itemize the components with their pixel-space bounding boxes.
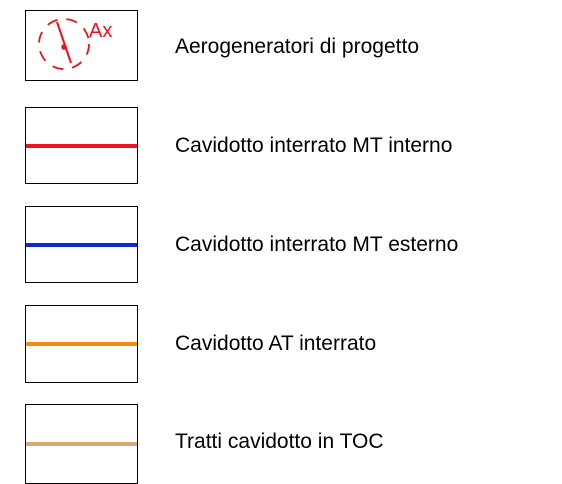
legend-swatch-at-interrato — [25, 305, 138, 383]
cable-line-blue — [26, 242, 137, 247]
legend-swatch-mt-interno — [25, 107, 138, 184]
legend-item-at-interrato: Cavidotto AT interrato — [0, 303, 562, 383]
legend-item-mt-interno: Cavidotto interrato MT interno — [0, 105, 562, 185]
legend-swatch-toc — [25, 404, 138, 484]
cable-line-tan — [26, 442, 137, 446]
wind-turbine-icon: Ax — [38, 18, 112, 70]
legend-label: Cavidotto AT interrato — [175, 332, 377, 355]
cable-line-orange — [26, 342, 137, 346]
legend-item-toc: Tratti cavidotto in TOC — [0, 402, 562, 484]
cable-line-red — [26, 143, 137, 148]
legend-item-mt-esterno: Cavidotto interrato MT esterno — [0, 204, 562, 284]
legend-swatch-mt-esterno — [25, 206, 138, 283]
legend-label: Cavidotto interrato MT interno — [175, 134, 453, 157]
legend-item-aerogeneratori: Ax Aerogeneratori di progetto — [0, 0, 562, 81]
legend-swatch-turbine: Ax — [25, 10, 138, 81]
legend-label: Tratti cavidotto in TOC — [175, 430, 384, 453]
turbine-id-tag: Ax — [89, 20, 112, 42]
legend-label: Cavidotto interrato MT esterno — [175, 233, 459, 256]
legend-label: Aerogeneratori di progetto — [175, 35, 419, 58]
